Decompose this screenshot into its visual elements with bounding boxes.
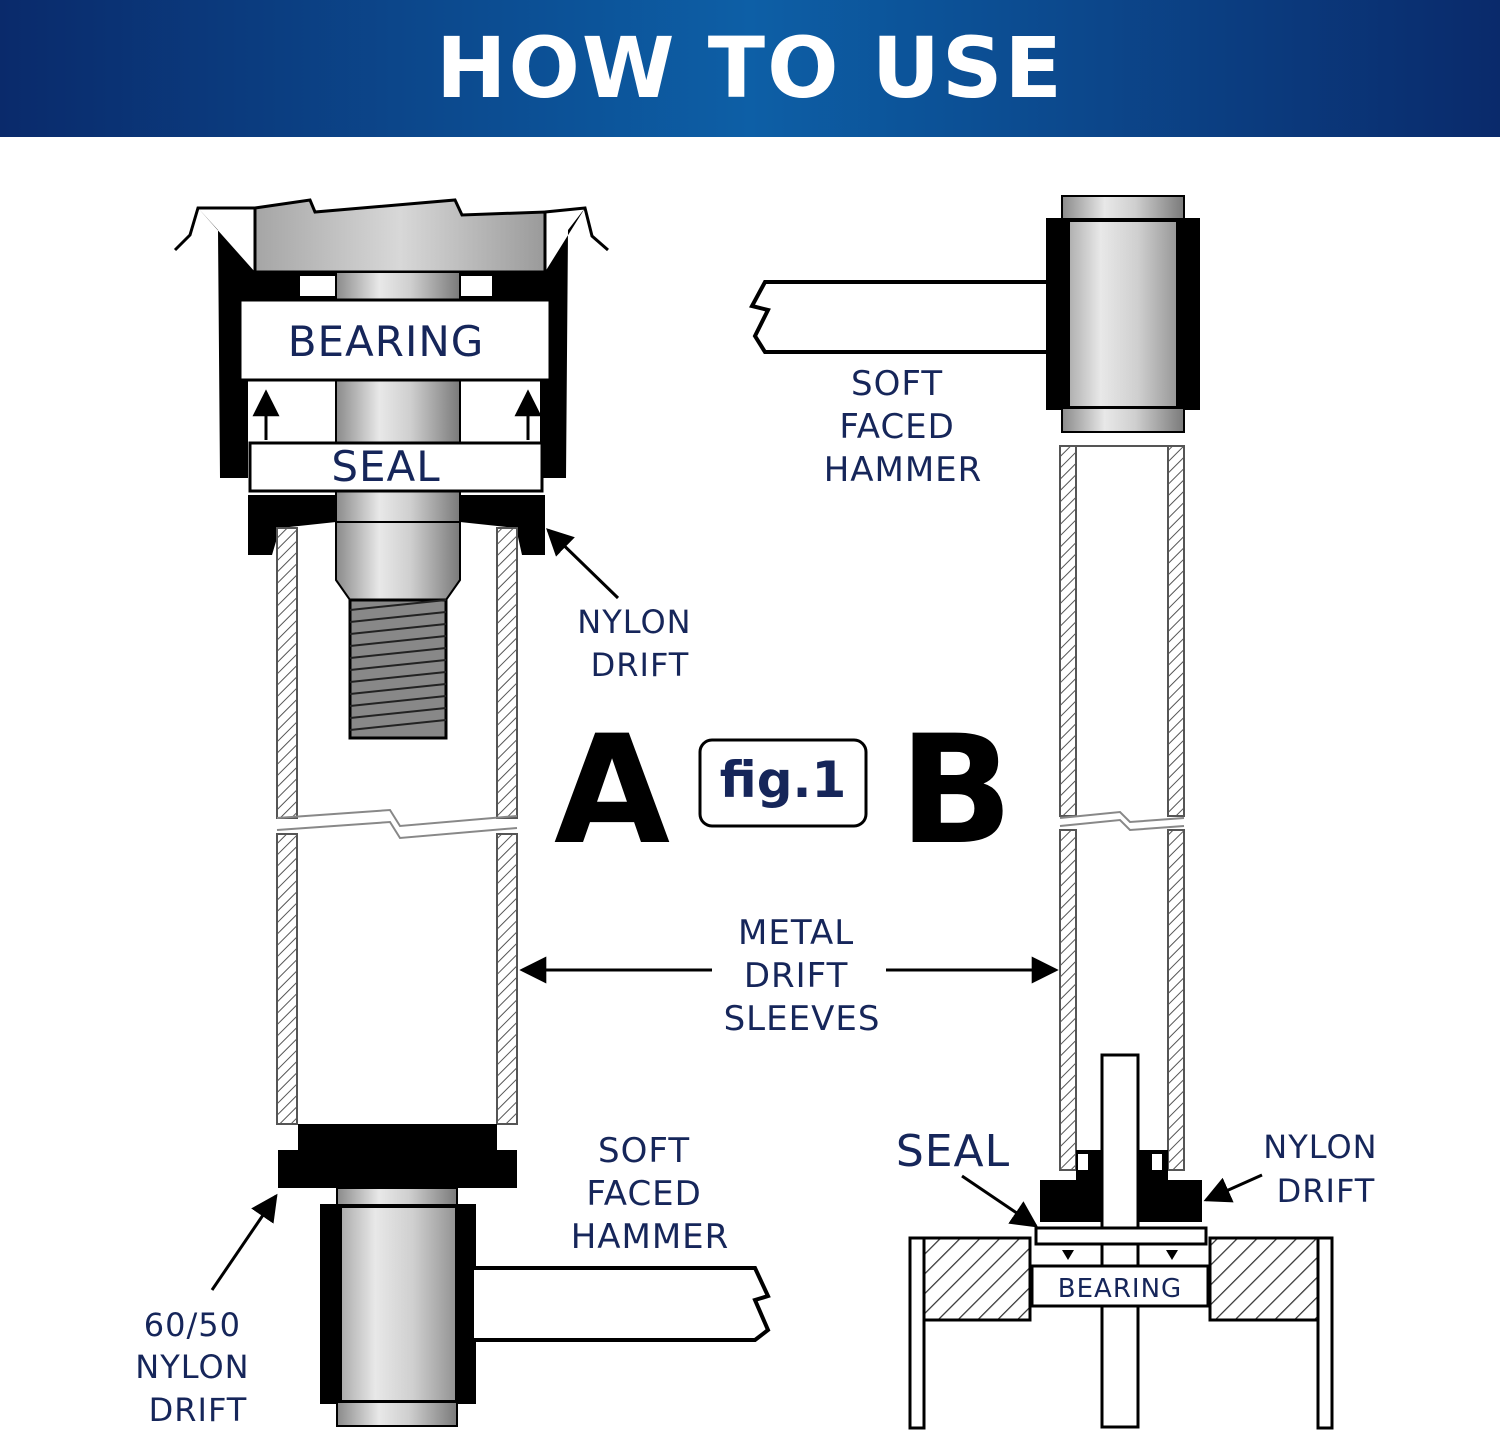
metal-sleeve-b <box>1059 445 1185 1171</box>
bearing-label: BEARING <box>1058 1274 1182 1304</box>
nylon-drift-label: NYLON DRIFT <box>577 603 702 684</box>
seal-part <box>1034 1226 1208 1246</box>
seal-part <box>248 441 544 493</box>
bearing-label: BEARING <box>288 317 485 366</box>
nylon-drift-part <box>1040 1150 1202 1222</box>
metal-sleeve-a <box>276 527 518 1125</box>
bearing-part <box>1030 1264 1210 1308</box>
figure-letter-a: A <box>554 704 670 878</box>
pointer-arrow-icon <box>1203 1173 1263 1203</box>
bottom-drift-label: 60/50 NYLON DRIFT <box>135 1306 260 1429</box>
pointer-arrow-icon <box>961 1174 1039 1228</box>
page-title: HOW TO USE <box>436 19 1064 117</box>
hammer-b <box>749 195 1200 433</box>
figure-badge: fig.1 <box>720 751 847 809</box>
hammer-label: SOFT FACED HAMMER <box>571 1131 730 1257</box>
hammer-a <box>320 1187 771 1427</box>
how-to-use-diagram: BEARING SEAL <box>135 195 1388 1430</box>
nylon-drift-label: NYLON DRIFT <box>1263 1128 1388 1210</box>
sleeves-label: METAL DRIFT SLEEVES <box>724 913 881 1039</box>
panel-b: SOFT FACED HAMMER <box>749 195 1388 1430</box>
housing-b <box>908 1236 1334 1430</box>
pointer-arrow-icon <box>546 528 620 600</box>
figure-badge-box <box>698 738 868 828</box>
bottom-nylon-drift-part <box>278 1124 517 1188</box>
figure-letter-b: B <box>899 704 1013 878</box>
panel-a: BEARING SEAL <box>135 198 771 1429</box>
bearing-part <box>238 298 552 382</box>
nylon-drift-part <box>248 495 545 555</box>
pointer-arrow-icon <box>210 1193 278 1291</box>
down-arrow-icon <box>1062 1250 1178 1260</box>
seal-label: SEAL <box>331 442 440 491</box>
seal-label: SEAL <box>896 1126 1010 1177</box>
hammer-label: SOFT FACED HAMMER <box>824 364 983 490</box>
header-banner <box>0 0 1500 137</box>
